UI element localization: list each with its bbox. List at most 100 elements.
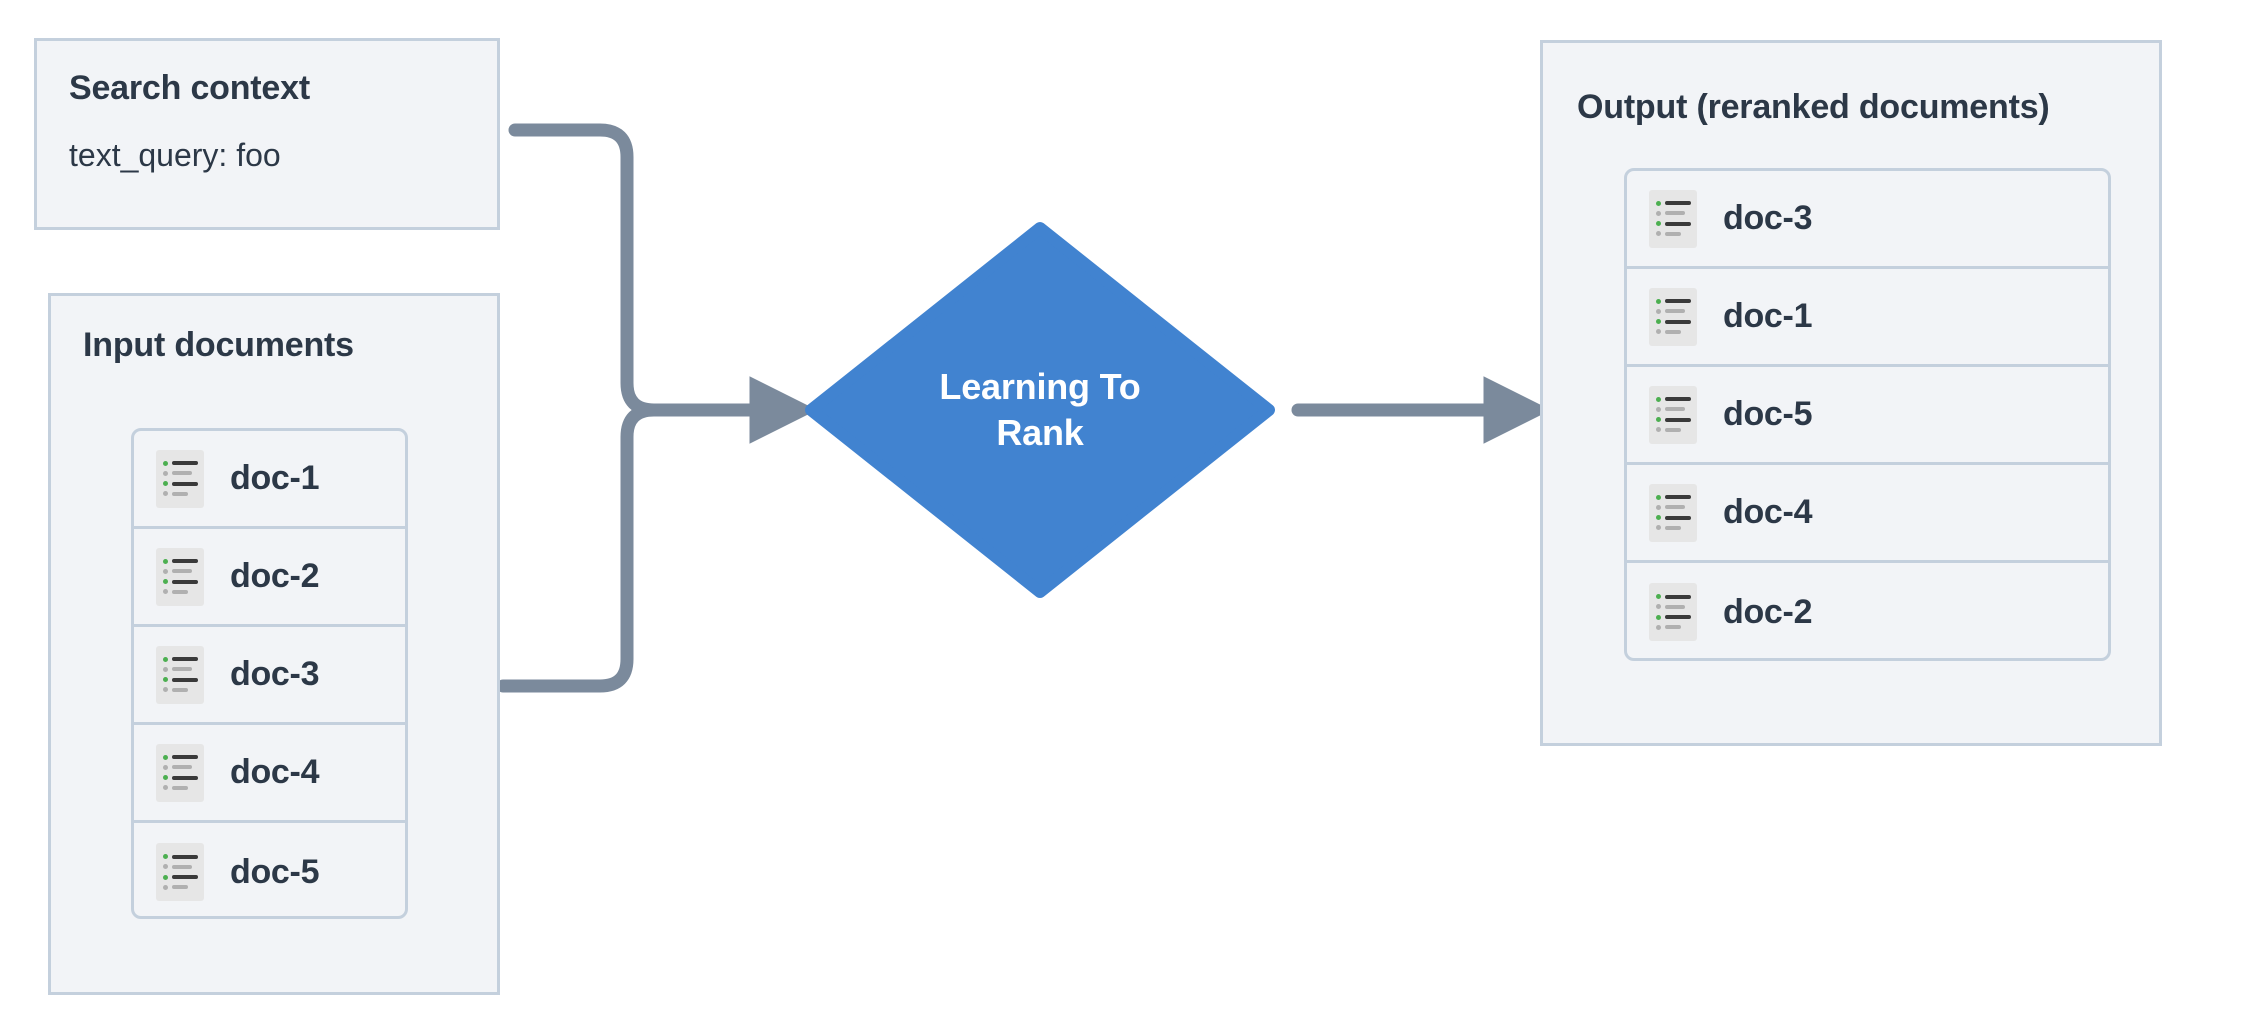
input-document-row-doc-4[interactable]: doc-4 [134,725,405,823]
output-document-list: doc-3 doc-1 doc-5 doc-4 doc-2 [1624,168,2111,661]
output-document-row-doc-2[interactable]: doc-2 [1627,563,2108,658]
icon-line [163,460,198,466]
icon-line [163,754,198,760]
icon-bullet-dot [163,579,168,585]
icon-text-bar [1665,329,1681,334]
diamond-shape [805,222,1275,598]
document-list-icon [1649,583,1697,641]
icon-bullet-dot [163,558,168,564]
document-label: doc-2 [1723,592,1813,631]
document-list-icon [156,449,204,508]
input-document-row-doc-3[interactable]: doc-3 [134,627,405,725]
icon-line [1656,231,1681,237]
icon-bullet-dot [163,775,168,781]
icon-text-bar [172,765,192,770]
icon-bullet-dot [1656,427,1661,433]
icon-text-bar [172,559,198,564]
icon-line [1656,624,1681,630]
icon-text-bar [1665,525,1681,530]
icon-line [1656,308,1685,314]
icon-text-bar [172,854,198,859]
icon-line [1656,417,1691,423]
icon-bullet-dot [1656,200,1661,206]
icon-line [1656,594,1691,600]
input-document-row-doc-2[interactable]: doc-2 [134,529,405,627]
icon-text-bar [1665,231,1681,236]
icon-bullet-dot [1656,594,1661,600]
icon-line [163,884,188,890]
icon-bullet-dot [163,470,168,476]
icon-text-bar [1665,211,1685,216]
icon-text-bar [1665,299,1691,304]
icon-bullet-dot [163,854,168,860]
input-documents-title: Input documents [83,326,354,364]
icon-text-bar [172,875,198,880]
icon-bullet-dot [1656,624,1661,630]
icon-bullet-dot [1656,515,1661,521]
icon-text-bar [1665,397,1691,402]
icon-line [163,677,198,683]
icon-line [163,874,198,880]
icon-line [163,568,192,574]
output-document-row-doc-4[interactable]: doc-4 [1627,465,2108,563]
input-document-row-doc-1[interactable]: doc-1 [134,431,405,529]
icon-bullet-dot [1656,210,1661,216]
document-label: doc-1 [230,459,320,497]
document-list-icon [1649,385,1697,444]
document-label: doc-5 [1723,395,1813,433]
icon-line [163,854,198,860]
icon-bullet-dot [1656,308,1661,314]
icon-text-bar [172,471,192,476]
connector-search-context-to-ltr [508,123,661,417]
icon-line [1656,515,1691,521]
icon-text-bar [1665,495,1691,500]
icon-text-bar [172,579,198,584]
input-document-row-doc-5[interactable]: doc-5 [134,823,405,916]
icon-text-bar [1665,221,1691,226]
icon-text-bar [1665,625,1681,630]
document-label: doc-1 [1723,297,1813,335]
icon-line [1656,494,1691,500]
icon-text-bar [172,775,198,780]
icon-line [163,589,188,595]
icon-text-bar [1665,417,1691,422]
output-document-row-doc-1[interactable]: doc-1 [1627,269,2108,367]
icon-line [1656,427,1681,433]
icon-text-bar [1665,427,1681,432]
document-label: doc-3 [1723,199,1813,237]
icon-bullet-dot [163,764,168,770]
icon-bullet-dot [1656,221,1661,227]
icon-line [163,785,188,791]
icon-line [1656,504,1685,510]
icon-text-bar [172,687,188,692]
icon-bullet-dot [163,785,168,791]
icon-bullet-dot [1656,614,1661,620]
icon-line [1656,604,1685,610]
icon-line [163,764,192,770]
icon-line [1656,396,1691,402]
icon-bullet-dot [163,687,168,693]
icon-bullet-dot [1656,406,1661,412]
icon-line [1656,210,1685,216]
icon-line [163,687,188,693]
icon-bullet-dot [163,589,168,595]
output-document-row-doc-3[interactable]: doc-3 [1627,171,2108,269]
icon-bullet-dot [163,656,168,662]
icon-line [163,470,192,476]
learning-to-rank-node[interactable]: Learning To Rank [805,222,1275,598]
document-list-icon [156,547,204,606]
icon-text-bar [172,667,192,672]
icon-line [163,864,192,870]
output-document-row-doc-5[interactable]: doc-5 [1627,367,2108,465]
icon-bullet-dot [1656,396,1661,402]
icon-bullet-dot [163,481,168,487]
search-context-query-text: text_query: foo [69,137,281,173]
document-label: doc-3 [230,655,320,693]
icon-text-bar [172,864,192,869]
icon-line [1656,525,1681,531]
icon-line [163,558,198,564]
icon-bullet-dot [1656,329,1661,335]
